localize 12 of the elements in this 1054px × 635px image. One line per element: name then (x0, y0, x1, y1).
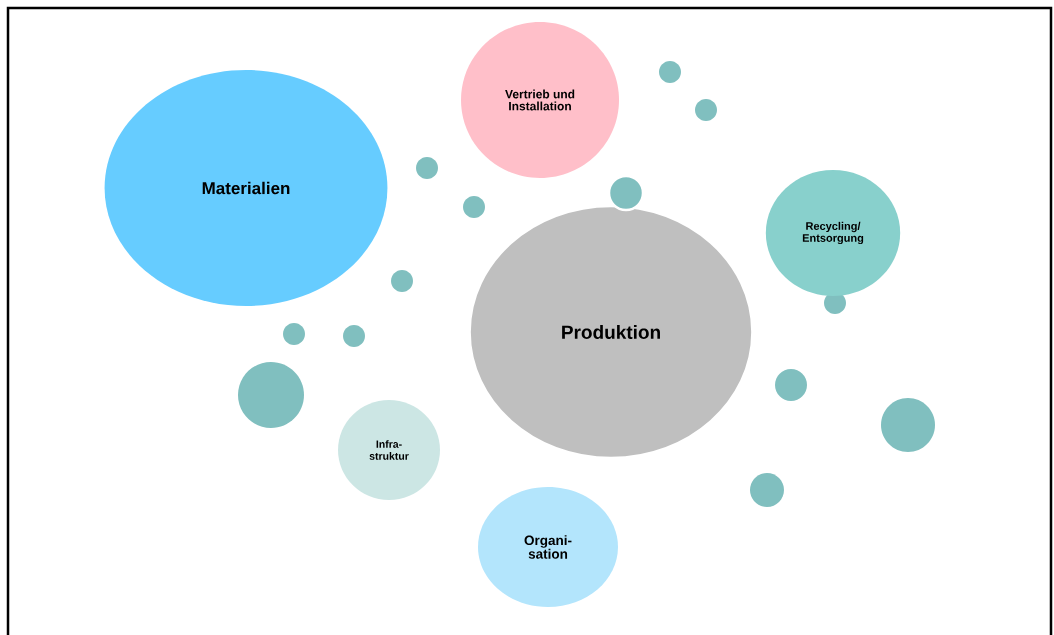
dot (238, 362, 304, 428)
dot (283, 323, 305, 345)
dot (463, 196, 485, 218)
dot (343, 325, 365, 347)
dot (750, 473, 784, 507)
dot (659, 61, 681, 83)
dot (695, 99, 717, 121)
dot (881, 398, 935, 452)
dot (416, 157, 438, 179)
dot (775, 369, 807, 401)
dot (391, 270, 413, 292)
dot (607, 174, 645, 212)
